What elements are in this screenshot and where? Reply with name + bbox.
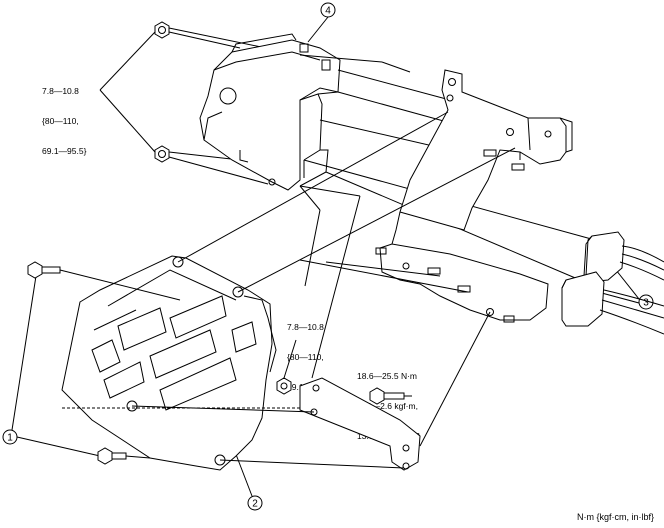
bolt-lower (97, 447, 151, 465)
upper-bracket (399, 69, 573, 231)
torque-line: 7.8—10.8 (42, 86, 79, 96)
harness-connectors (561, 231, 664, 335)
middle-bracket (299, 149, 549, 323)
callout-4: 4 (307, 2, 336, 43)
torque-line: 69.1—95.5} (42, 146, 87, 156)
torque-line: {80—110, (42, 116, 79, 126)
torque-line: 7.8—10.8 (287, 322, 324, 332)
cover-panel (61, 111, 516, 471)
callout-4-label: 4 (325, 6, 331, 17)
upper-nuts (99, 21, 301, 185)
torque-spec-upper-left: 7.8—10.8 {80—110, 69.1—95.5} (42, 66, 86, 176)
middle-nut (276, 339, 297, 395)
torque-line: 18.6—25.5 N·m (357, 371, 417, 381)
bolt-upper (27, 261, 181, 301)
torque-line: {80—110, (287, 352, 324, 362)
lower-bracket (299, 311, 491, 471)
callout-3-label: 3 (643, 298, 649, 309)
callout-1: 1 (2, 275, 101, 457)
unit-note: N·m {kgf·cm, in·lbf} (576, 512, 654, 522)
callout-1-label: 1 (7, 433, 13, 444)
callout-2-label: 2 (252, 499, 258, 510)
right-bolt (369, 387, 412, 405)
control-unit (199, 33, 341, 191)
